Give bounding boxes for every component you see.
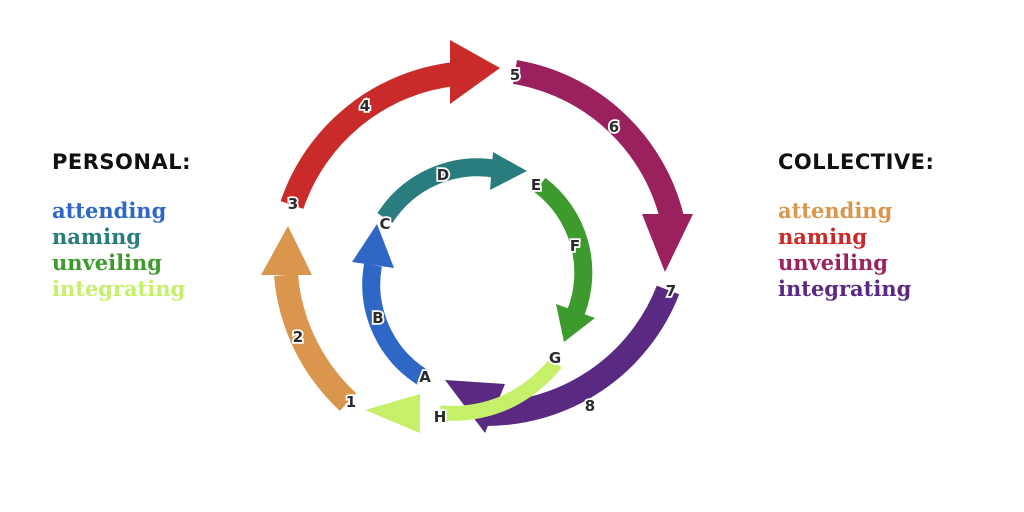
outer-step-label-5: 5 [510, 66, 520, 84]
inner-step-label-a: A [419, 368, 431, 386]
inner-arrow-c-to-e-head [490, 152, 527, 190]
outer-arrow-3-to-5-head [450, 40, 500, 104]
outer-step-label-2: 2 [293, 328, 303, 346]
outer-arrow-5-to-7 [512, 60, 684, 221]
inner-step-label-f: F [570, 237, 580, 255]
inner-step-label-e: E [531, 176, 541, 194]
outer-arrow-1-to-3-head [261, 226, 312, 275]
personal-legend-list: attending naming unveiling integrating [52, 198, 191, 302]
inner-arrow-e-to-g [534, 177, 593, 316]
outer-arrow-g-to-1-head [365, 394, 420, 433]
inner-step-labels: A B C D E F G H [371, 164, 582, 428]
inner-step-label-h: H [434, 408, 447, 426]
inner-arrow-e-to-g-head [556, 304, 595, 342]
collective-legend-integrating: integrating [778, 276, 912, 301]
inner-step-label-g: G [549, 349, 561, 367]
outer-arrow-7-to-1 [484, 285, 680, 427]
outer-cycle [261, 40, 693, 433]
personal-legend-attending: attending [52, 198, 167, 223]
personal-legend-unveiling: unveiling [52, 250, 162, 275]
personal-legend-title: PERSONAL: [52, 150, 191, 174]
outer-arrow-g-to-1 [439, 358, 562, 421]
collective-legend-list: attending naming unveiling integrating [778, 198, 934, 302]
inner-arrow-c-to-e [377, 158, 499, 224]
outer-step-label-3: 3 [288, 195, 298, 213]
collective-legend-unveiling: unveiling [778, 250, 888, 275]
inner-step-label-d: D [437, 166, 449, 184]
collective-legend-title: COLLECTIVE: [778, 150, 935, 174]
inner-step-label-b: B [372, 309, 383, 327]
collective-legend-naming: naming [778, 224, 868, 249]
outer-step-label-7: 7 [666, 282, 676, 300]
outer-arrow-5-to-7-head [642, 214, 693, 272]
outer-step-labels: 1 2 3 4 5 6 7 8 [286, 64, 678, 417]
outer-arrow-1-to-3 [274, 273, 357, 411]
outer-step-label-1: 1 [346, 393, 356, 411]
outer-step-label-8: 8 [585, 397, 595, 415]
inner-arrow-a-to-c [362, 263, 428, 385]
collective-legend-attending: attending [778, 198, 893, 223]
inner-cycle [352, 152, 595, 385]
inner-arrow-a-to-c-head [352, 224, 394, 268]
outer-step-label-4: 4 [360, 97, 370, 115]
personal-legend-naming: naming [52, 224, 142, 249]
personal-legend: PERSONAL: attending naming unveiling int… [52, 150, 191, 302]
outer-step-label-6: 6 [609, 118, 619, 136]
outer-arrow-3-to-5 [280, 62, 457, 209]
personal-legend-integrating: integrating [52, 276, 186, 301]
inner-step-label-c: C [379, 215, 390, 233]
collective-legend: COLLECTIVE: attending naming unveiling i… [778, 150, 934, 302]
